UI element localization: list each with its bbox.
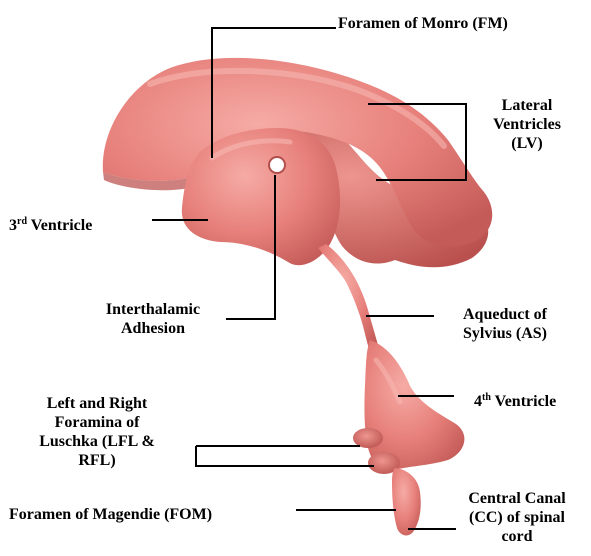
label-interthalamic-adhesion: Interthalamic Adhesion <box>80 300 226 338</box>
label-aqueduct-of-sylvius: Aqueduct of Sylvius (AS) <box>440 305 570 343</box>
label-foramina-of-luschka: Left and Right Foramina of Luschka (LFL … <box>10 394 184 470</box>
third-ventricle-body <box>182 128 340 265</box>
label-fourth-ventricle: 4th Ventricle <box>474 388 556 411</box>
label-foramen-of-monro: Foramen of Monro (FM) <box>338 14 508 33</box>
label-foramen-of-magendie: Foramen of Magendie (FOM) <box>9 505 212 524</box>
central-canal <box>392 468 421 535</box>
label-central-canal: Central Canal (CC) of spinal cord <box>450 489 584 546</box>
fourth-ventricle <box>364 340 464 471</box>
label-third-ventricle: 3rd Ventricle <box>9 212 92 235</box>
interthalamic-adhesion-hole <box>269 157 285 173</box>
label-lateral-ventricles: Lateral Ventricles (LV) <box>468 96 586 153</box>
leader-luschka-right <box>196 446 374 466</box>
